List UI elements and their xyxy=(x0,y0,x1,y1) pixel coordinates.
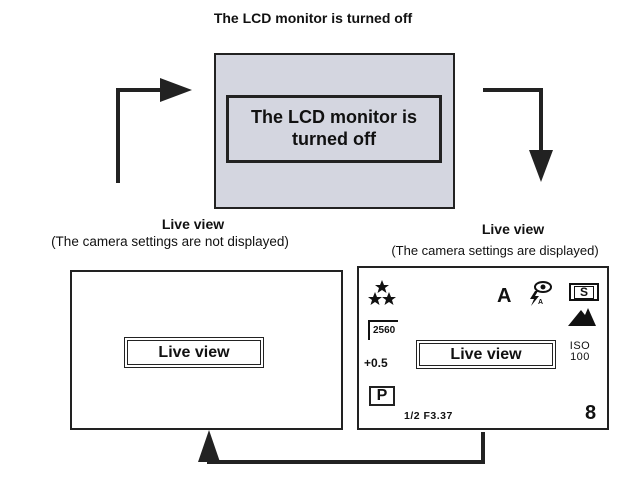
af-mode-indicator: A xyxy=(497,285,512,307)
sharpness-label: S xyxy=(573,285,594,299)
exposure-comp-indicator: +0.5 xyxy=(364,356,388,370)
sharpness-indicator: S xyxy=(569,283,599,301)
mountain-icon xyxy=(566,304,598,328)
left-caption-title: Live view xyxy=(161,216,225,232)
quality-stars-icon xyxy=(367,280,397,306)
iso-indicator: ISO 100 xyxy=(569,341,591,363)
arrow-to-live-no-settings xyxy=(198,430,485,464)
right-caption-subtitle: (The camera settings are displayed) xyxy=(391,243,599,258)
left-caption-subtitle: (The camera settings are not displayed) xyxy=(51,234,289,249)
live-view-screen-plain xyxy=(70,270,343,430)
live-view-screen-settings xyxy=(357,266,609,430)
live-view-label-left: Live view xyxy=(124,337,264,368)
lcd-off-label: The LCD monitor is turned off xyxy=(226,95,442,163)
page-title: The LCD monitor is turned off xyxy=(213,10,413,26)
shots-remaining-indicator: 8 xyxy=(585,402,597,424)
shutter-aperture-indicator: 1/2 F3.37 xyxy=(404,410,453,422)
live-view-label-right: Live view xyxy=(416,340,556,369)
arrow-to-live-settings xyxy=(483,88,553,182)
lcd-off-screen xyxy=(214,53,455,209)
svg-text:A: A xyxy=(538,299,543,306)
iso-label: ISO 100 xyxy=(569,340,591,363)
right-caption-title: Live view xyxy=(481,221,545,237)
arrow-to-off xyxy=(116,78,192,183)
flash-redeye-icon: A xyxy=(526,279,554,307)
record-mode-indicator: 2560 xyxy=(368,320,398,340)
shooting-mode-indicator: P xyxy=(369,386,395,406)
